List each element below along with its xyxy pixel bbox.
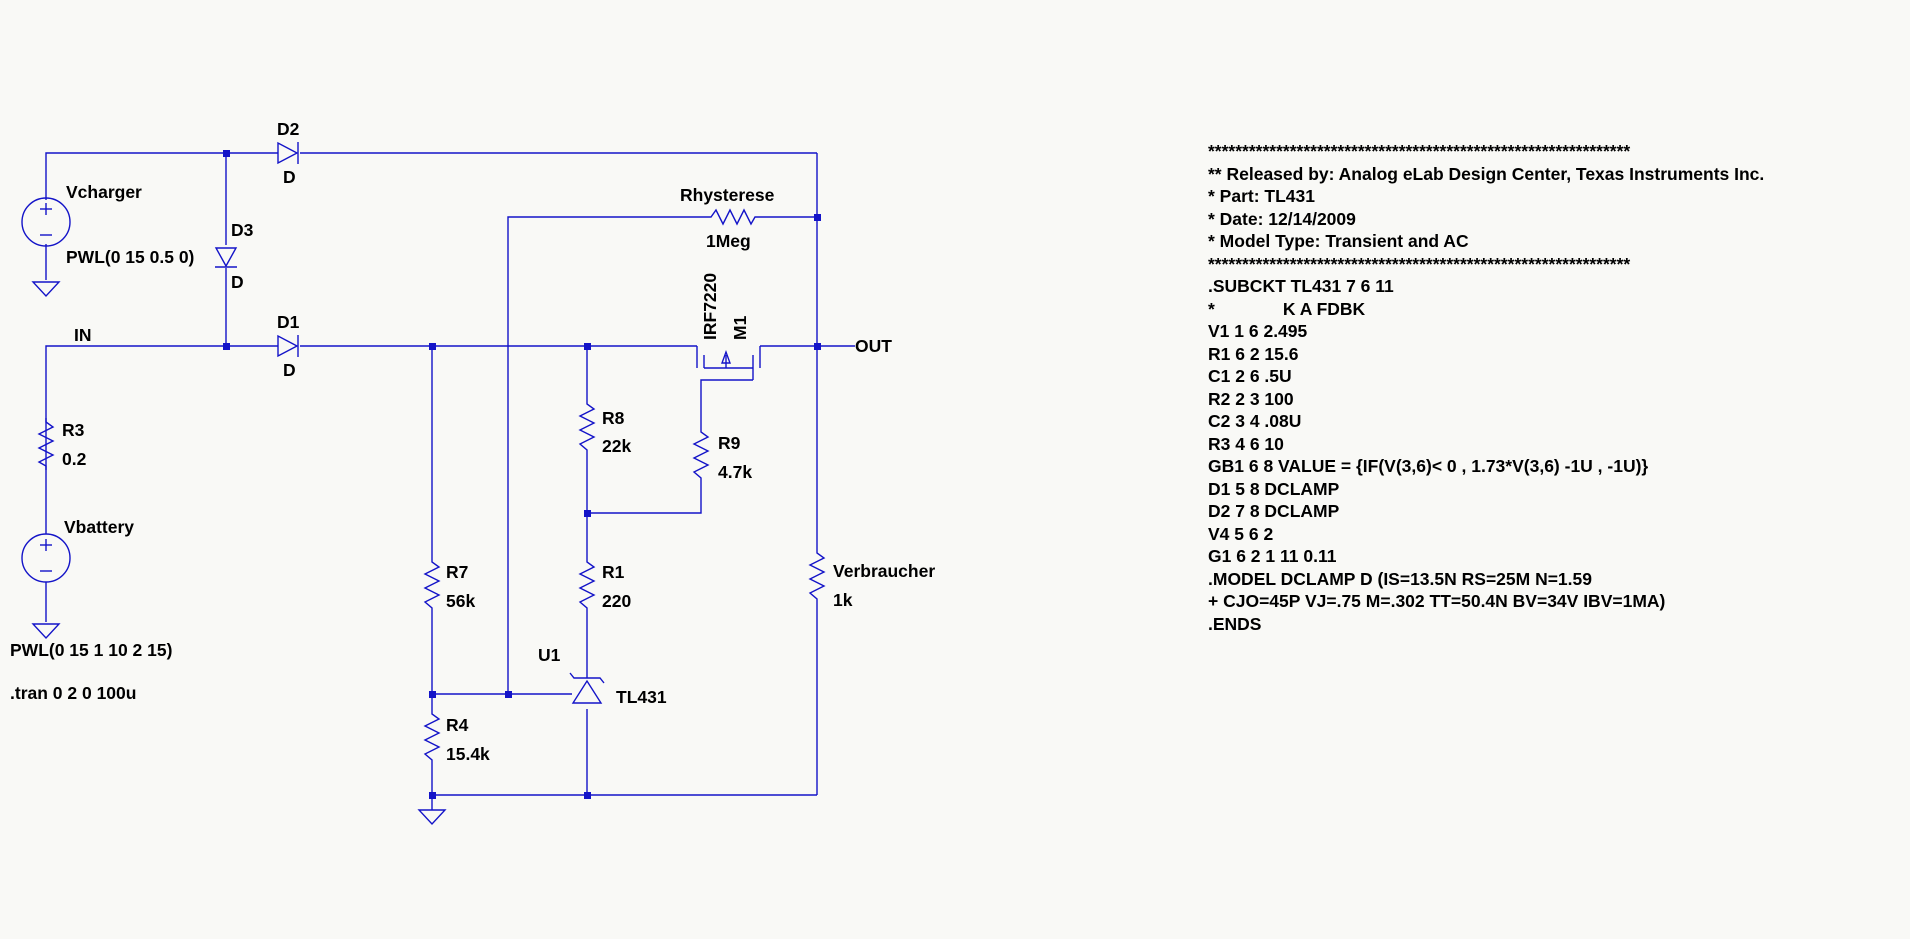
- resistor-r9[interactable]: [692, 427, 710, 484]
- d1-label: D1: [277, 312, 300, 332]
- r8-value: 22k: [602, 436, 631, 456]
- vbattery-source[interactable]: [21, 533, 71, 583]
- d3-model: D: [231, 272, 244, 292]
- netlist-line: G1 6 2 1 11 0.11: [1208, 546, 1337, 566]
- mosfet-model: IRF7220: [700, 273, 720, 340]
- netlist-line: ****************************************…: [1208, 253, 1631, 274]
- resistor-r7[interactable]: [423, 557, 441, 614]
- netlist-line: * Part: TL431: [1208, 186, 1315, 206]
- r3-label: R3: [62, 420, 85, 440]
- vbattery-label: Vbattery: [64, 517, 134, 537]
- vcharger-label: Vcharger: [66, 182, 142, 202]
- netlist-line: + CJO=45P VJ=.75 M=.302 TT=50.4N BV=34V …: [1208, 591, 1666, 611]
- r4-label: R4: [446, 715, 469, 735]
- ground-symbol: [417, 809, 447, 826]
- r1-label: R1: [602, 562, 625, 582]
- vbattery-value: PWL(0 15 1 10 2 15): [10, 640, 172, 660]
- u1-label: U1: [538, 645, 561, 665]
- net-out-label: OUT: [855, 336, 892, 356]
- netlist-line: .SUBCKT TL431 7 6 11: [1208, 276, 1394, 296]
- diode-d1[interactable]: [277, 334, 299, 358]
- resistor-verbraucher[interactable]: [808, 548, 826, 614]
- vcharger-value: PWL(0 15 0.5 0): [66, 247, 194, 267]
- netlist-line: R2 2 3 100: [1208, 388, 1294, 409]
- ground-symbol: [31, 281, 61, 298]
- r7-value: 56k: [446, 591, 475, 611]
- vcharger-source[interactable]: [21, 197, 71, 247]
- netlist-line: D2 7 8 DCLAMP: [1208, 501, 1340, 521]
- r9-value: 4.7k: [718, 462, 752, 482]
- r8-label: R8: [602, 408, 625, 428]
- netlist-line: * Date: 12/14/2009: [1208, 208, 1356, 229]
- r9-label: R9: [718, 433, 741, 453]
- diode-d2[interactable]: [277, 141, 299, 165]
- net-in-label: IN: [74, 325, 92, 345]
- netlist-line: C1 2 6 .5U: [1208, 366, 1292, 386]
- ground-symbol: [31, 623, 61, 640]
- resistor-r4[interactable]: [423, 709, 441, 766]
- r3-value: 0.2: [62, 449, 87, 469]
- resistor-r8[interactable]: [578, 399, 596, 456]
- d1-model: D: [283, 360, 296, 380]
- d2-model: D: [283, 167, 296, 187]
- tran-directive[interactable]: .tran 0 2 0 100u: [10, 683, 136, 703]
- junction-dots: [223, 150, 821, 799]
- tl431-u1[interactable]: [569, 672, 605, 704]
- mosfet-label: M1: [730, 315, 750, 340]
- subckt-netlist[interactable]: ****************************************…: [1208, 140, 1764, 635]
- netlist-line: D1 5 8 DCLAMP: [1208, 478, 1340, 499]
- netlist-line: GB1 6 8 VALUE = {IF(V(3,6)< 0 , 1.73*V(3…: [1208, 456, 1649, 476]
- rhysterese-value: 1Meg: [706, 231, 751, 251]
- resistor-r3[interactable]: [37, 418, 55, 470]
- d2-label: D2: [277, 119, 300, 139]
- netlist-line: .MODEL DCLAMP D (IS=13.5N RS=25M N=1.59: [1208, 568, 1592, 589]
- netlist-line: .ENDS: [1208, 613, 1262, 634]
- netlist-line: ****************************************…: [1208, 141, 1631, 161]
- verbraucher-value: 1k: [833, 590, 853, 610]
- u1-model: TL431: [616, 687, 667, 707]
- verbraucher-label: Verbraucher: [833, 561, 935, 581]
- netlist-line: ** Released by: Analog eLab Design Cente…: [1208, 163, 1765, 184]
- netlist-line: V4 5 6 2: [1208, 523, 1274, 544]
- resistor-r1[interactable]: [578, 557, 596, 614]
- netlist-line: V1 1 6 2.495: [1208, 321, 1308, 341]
- netlist-line: * Model Type: Transient and AC: [1208, 231, 1469, 251]
- rhysterese-label: Rhysterese: [680, 185, 775, 205]
- mosfet-m1[interactable]: [696, 346, 761, 380]
- netlist-line: C2 3 4 .08U: [1208, 411, 1302, 431]
- d3-label: D3: [231, 220, 254, 240]
- r1-value: 220: [602, 591, 631, 611]
- diode-d3[interactable]: [214, 247, 238, 268]
- resistor-rhysterese[interactable]: [706, 208, 758, 226]
- netlist-line: R3 4 6 10: [1208, 433, 1284, 454]
- r4-value: 15.4k: [446, 744, 490, 764]
- r7-label: R7: [446, 562, 468, 582]
- netlist-line: * K A FDBK: [1208, 298, 1366, 319]
- netlist-line: R1 6 2 15.6: [1208, 343, 1299, 364]
